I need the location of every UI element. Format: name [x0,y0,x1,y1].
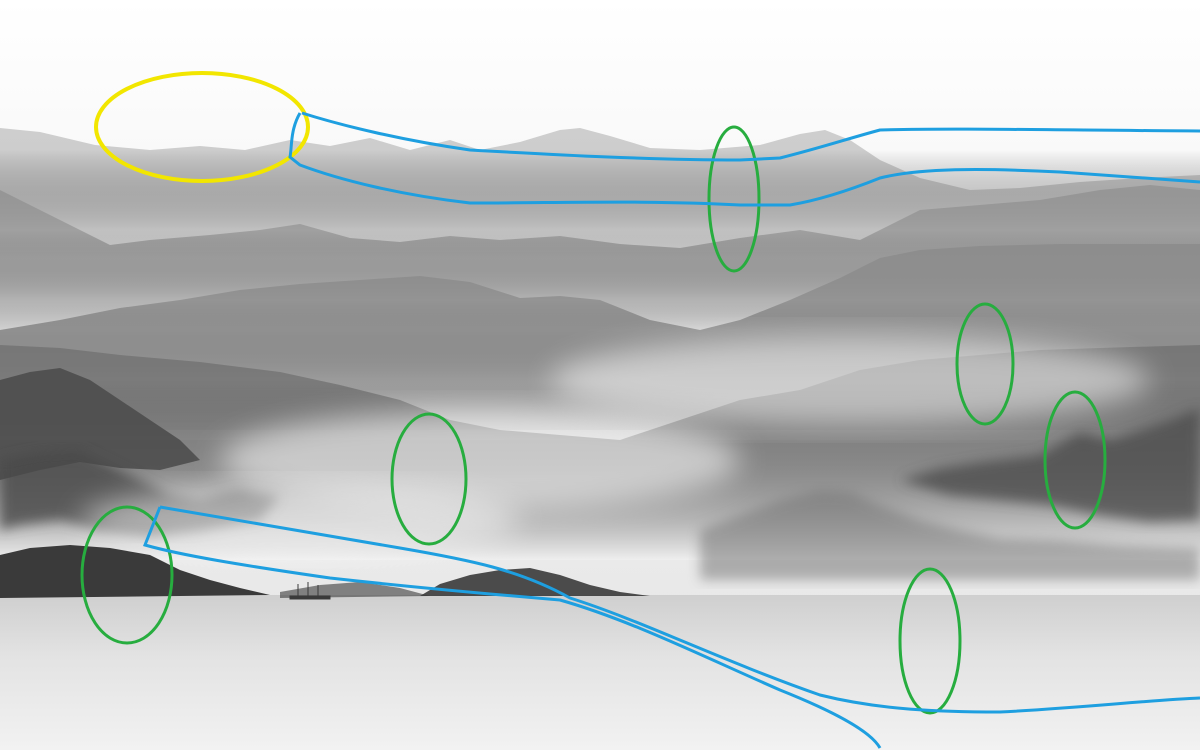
green-annotation-ellipse [1043,390,1107,530]
ship [289,582,331,600]
blue-annotation-path-lower-top [159,505,1200,714]
left-island [0,545,270,598]
mist-band [220,410,740,510]
center-misty-hills [700,490,1200,580]
yellow-annotation-ellipse [94,71,310,183]
green-annotation-ellipse [80,505,174,645]
water [0,595,1200,750]
blue-annotation-path-lower [142,506,882,749]
green-annotation-ellipse [390,412,468,546]
blue-annotation-path-upper-top [301,111,1200,162]
green-annotation-ellipse [898,567,962,715]
green-annotation-ellipse [707,125,761,273]
right-misty-hills [900,408,1200,522]
mist-band [550,335,1150,425]
green-annotation-ellipse [955,302,1015,426]
blue-annotation-path-upper [288,112,1200,207]
mist-band [80,485,520,555]
